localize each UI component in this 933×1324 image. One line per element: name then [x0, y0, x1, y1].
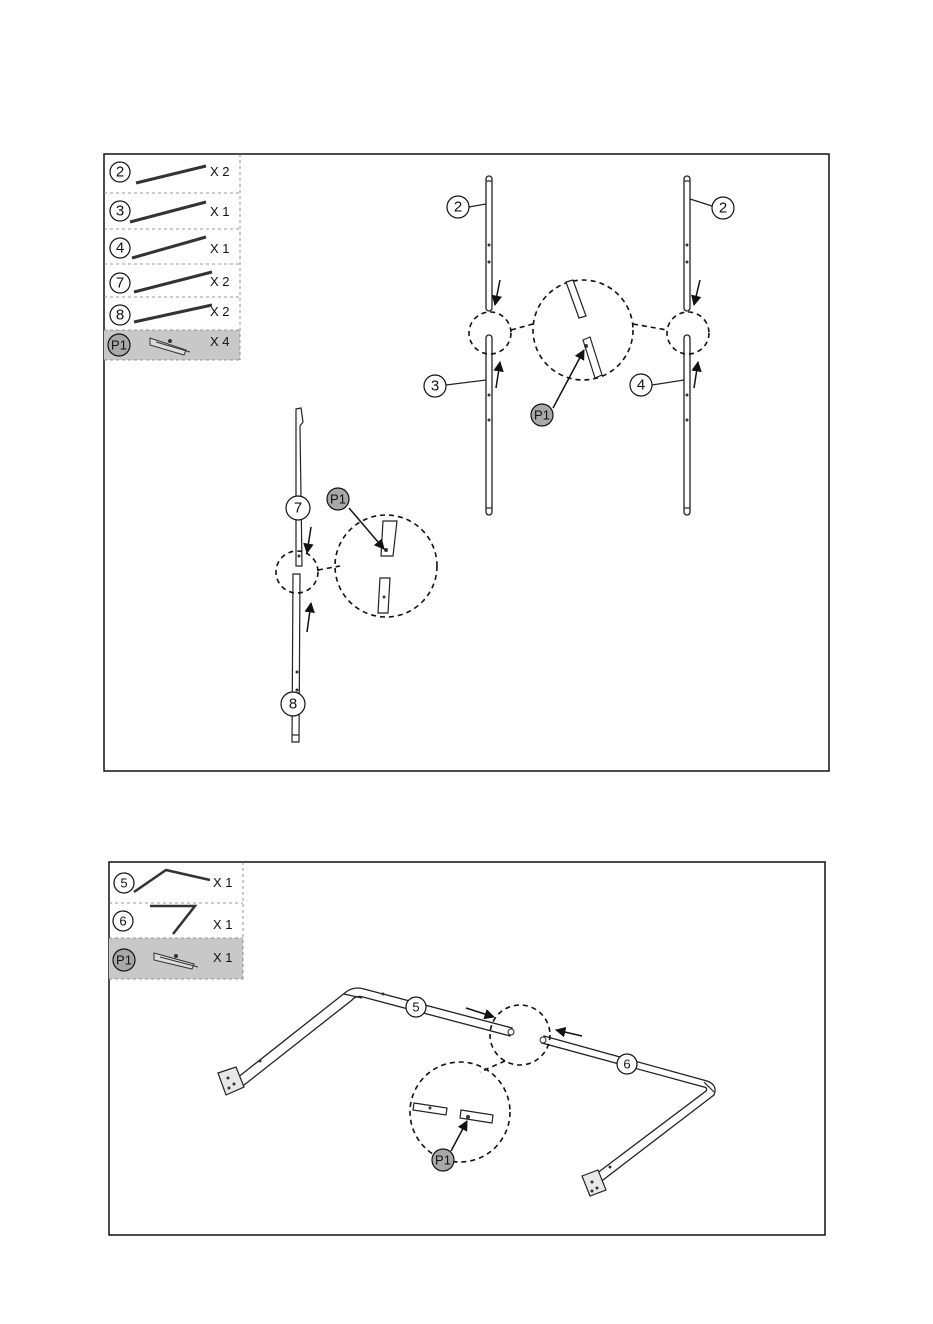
part-label: 5 — [120, 876, 127, 891]
part-thumb-tube — [150, 906, 195, 934]
part-qty: X 2 — [210, 164, 230, 179]
zoom-detail-center: P1 — [511, 280, 667, 426]
part-thumb-tube — [134, 870, 210, 892]
part-label: 8 — [116, 307, 124, 324]
part-label: P1 — [111, 338, 127, 353]
left-pole-assembly — [469, 176, 511, 515]
part-label: 6 — [119, 914, 126, 929]
arrow-up — [307, 603, 311, 632]
zoom-detail-joint: P1 — [410, 1005, 550, 1171]
part-thumb-pole — [130, 202, 206, 222]
panel-2-top-frame: 5 X 1 6 X 1 P1 X 1 — [109, 862, 825, 1235]
tube-end-upper — [381, 521, 397, 556]
arrow-left — [556, 1030, 582, 1036]
callout-label: 4 — [637, 377, 645, 394]
arrow-down — [307, 527, 311, 553]
arrow-down — [694, 280, 700, 305]
arrow-up — [496, 362, 500, 388]
part-thumb-pole — [134, 305, 212, 322]
part-label: P1 — [116, 953, 132, 968]
callout-label: 3 — [431, 378, 439, 395]
part-thumb-pole — [134, 272, 212, 292]
callout-label: 2 — [454, 199, 462, 216]
part-qty: X 1 — [210, 204, 230, 219]
part-qty: X 1 — [210, 241, 230, 256]
callout-label: 6 — [623, 1057, 630, 1072]
pole-7 — [296, 408, 303, 566]
right-pole-assembly — [667, 176, 709, 515]
pole-8 — [292, 574, 300, 742]
part-label: 2 — [116, 164, 124, 181]
part-qty: X 1 — [213, 875, 233, 890]
part-label: 4 — [116, 240, 124, 257]
pole-4-right — [684, 335, 690, 515]
panel-1-vertical-poles: 2 X 2 3 X 1 4 X 1 7 X 2 8 X 2 — [104, 154, 829, 771]
arrow-right — [466, 1008, 494, 1017]
tube-end-lower — [583, 337, 602, 378]
tube-end-upper — [566, 280, 586, 318]
detail-circle-large — [533, 280, 633, 380]
arrow-up — [694, 362, 698, 388]
detail-circle-small — [490, 1005, 550, 1065]
part-qty: X 4 — [210, 334, 230, 349]
parts-table-1: 2 X 2 3 X 1 4 X 1 7 X 2 8 X 2 — [104, 154, 240, 360]
callout-label: P1 — [435, 1153, 451, 1168]
part-label: 3 — [116, 203, 124, 220]
callout-label: 5 — [412, 1000, 419, 1015]
callout-label: 8 — [289, 696, 297, 713]
parts-table-2: 5 X 1 6 X 1 P1 X 1 — [109, 862, 243, 979]
part-label: 7 — [116, 275, 124, 292]
part-qty: X 1 — [213, 917, 233, 932]
part-qty: X 2 — [210, 304, 230, 319]
part-qty: X 2 — [210, 274, 230, 289]
callout-label: 7 — [294, 500, 302, 517]
callout-label: P1 — [534, 408, 550, 423]
callout-label: 2 — [719, 200, 727, 217]
arrow-down — [495, 280, 500, 305]
callout-label: P1 — [330, 492, 346, 507]
tube-end-right — [460, 1110, 493, 1123]
tube-5 — [218, 988, 514, 1095]
part-qty: X 1 — [213, 950, 233, 965]
pole-7-8-assembly: P1 7 8 — [276, 408, 437, 742]
pole-3-left — [486, 335, 492, 515]
base-plate-left — [218, 1067, 244, 1095]
part-thumb-pole — [136, 166, 206, 183]
part-thumb-pole — [132, 237, 206, 258]
